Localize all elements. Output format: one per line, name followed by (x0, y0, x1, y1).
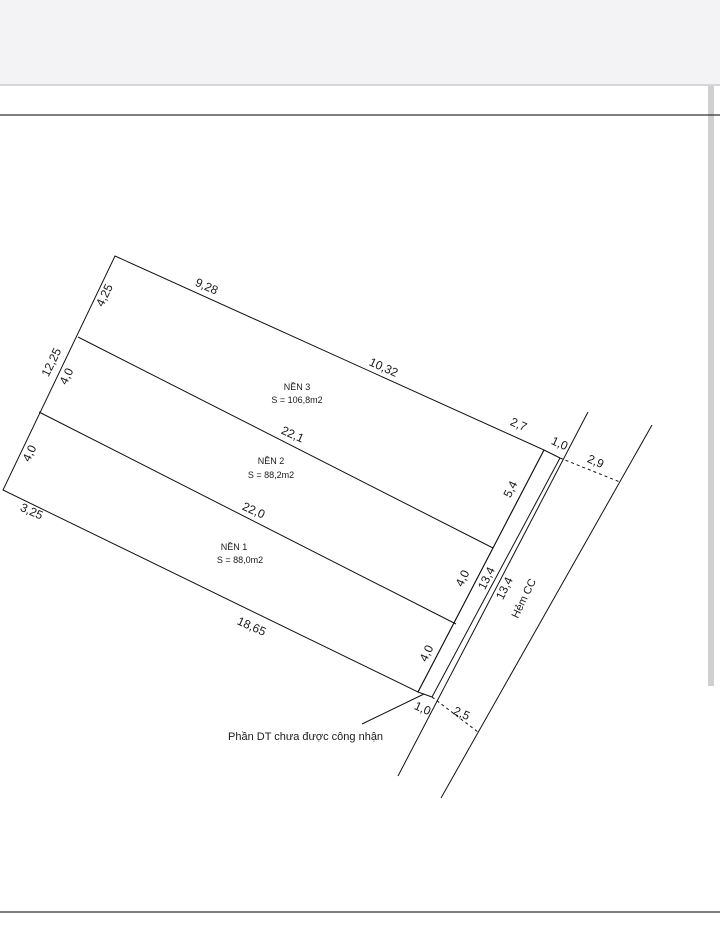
unrecognized-area-note: Phần DT chưa được công nhận (228, 731, 383, 743)
top-bar (0, 0, 720, 86)
dim-left-bottom: 3,25 (18, 500, 45, 522)
note-leader (361, 693, 425, 725)
lot-2-name: NỀN 2 (258, 456, 285, 466)
dim-right-top: 5,4 (500, 478, 520, 499)
lot-2-area: S = 88,2m2 (248, 470, 294, 480)
dim-left-low: 4,0 (19, 442, 39, 463)
dim-top-right: 10,32 (367, 355, 400, 380)
dim-right-mid: 4,0 (452, 567, 472, 588)
strip-outer-edge (431, 457, 561, 698)
dim-left-top: 4,25 (93, 281, 116, 308)
divider-3-2 (77, 336, 494, 549)
road-top-width-dash (559, 457, 621, 483)
dim-divider-upper: 22,1 (279, 423, 306, 445)
road-left-line (397, 411, 589, 777)
dim-strip-length: 13,4 (475, 564, 498, 591)
divider-2-1 (38, 411, 457, 625)
scrollbar[interactable] (708, 86, 714, 686)
dim-strip-top: 1,0 (549, 434, 570, 454)
lot-3-area: S = 106,8m2 (271, 395, 322, 405)
lot-1-name: NỀN 1 (221, 542, 248, 552)
dim-road-length: 13,4 (493, 574, 516, 601)
road-right-line (440, 424, 653, 799)
strip-bottom-edge (417, 691, 433, 698)
dim-divider-lower: 22,0 (240, 499, 267, 521)
dim-left-mid: 4,0 (56, 365, 76, 386)
dim-strip-bottom: 1,0 (412, 699, 433, 719)
dim-top-corner: 2,7 (508, 415, 529, 435)
dim-right-low: 4,0 (416, 642, 436, 663)
dim-road-top-width: 2,9 (585, 452, 606, 472)
dim-road-bottom-width: 2,5 (451, 704, 472, 724)
dim-bottom: 18,65 (235, 614, 268, 639)
strip-top-edge (543, 449, 561, 459)
dim-top-left: 9,28 (193, 275, 220, 297)
strip-inner-edge (417, 449, 545, 693)
lot-3-name: NỀN 3 (284, 382, 311, 392)
lot-1-area: S = 88,0m2 (217, 555, 263, 565)
road-bottom-width-dash (431, 696, 479, 733)
